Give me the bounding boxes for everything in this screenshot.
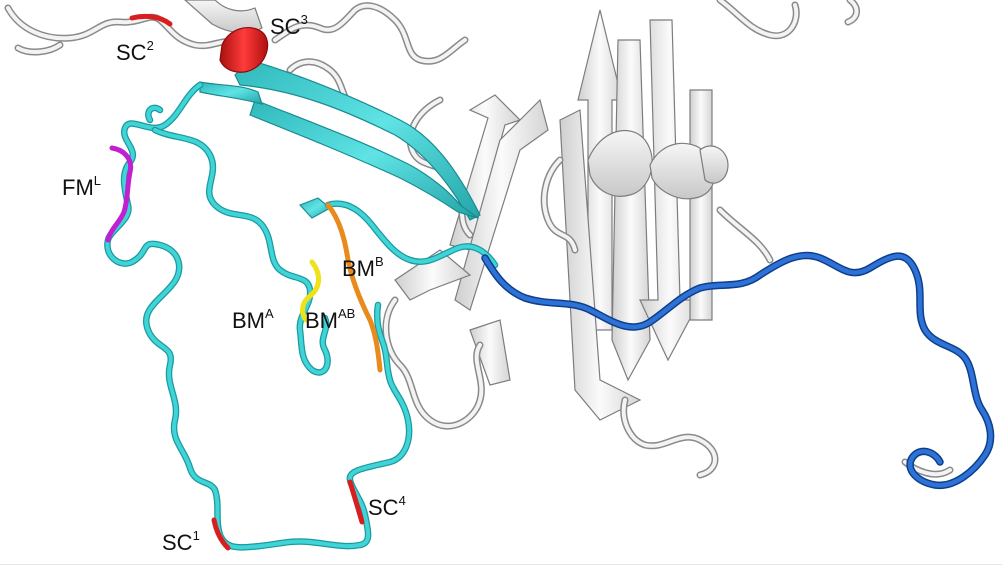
cyan-link-fill — [326, 201, 497, 267]
label-fml: FML — [62, 173, 101, 200]
residue-labels: SC2 SC3 FML BMB BMA BMAB SC4 SC1 — [62, 12, 406, 555]
grey-coil-right-lower-inner — [621, 398, 717, 477]
grey-helix-top — [184, 0, 263, 34]
cyan-inner-loop-fill — [153, 128, 330, 375]
bma-yellow-segment — [300, 259, 321, 323]
grey-coil-left-mid-inner — [542, 158, 577, 252]
grey-helix-right-3 — [699, 145, 729, 184]
bmb-orange-segment — [325, 202, 383, 373]
blue-tail-chain — [481, 251, 995, 490]
grey-coil-right-lower — [620, 396, 719, 479]
grey-coil-top-left-2-inner — [16, 43, 62, 54]
grey-coil-top-right-inner — [718, 0, 799, 38]
cyan-strand-2 — [249, 99, 479, 219]
bottom-divider — [0, 564, 1002, 565]
grey-coil-lower-mid-inner — [383, 298, 484, 428]
highlighted-segments — [105, 13, 383, 551]
label-sc1: SC1 — [162, 528, 200, 555]
blue-tail-outline — [481, 251, 995, 490]
grey-strand-5 — [559, 109, 642, 421]
sc3-red-helix — [219, 27, 269, 73]
label-bmb: BMB — [342, 254, 384, 281]
grey-strand-mid-2 — [454, 98, 549, 311]
grey-scaffold-structure — [4, 0, 954, 479]
label-sc4: SC4 — [368, 493, 406, 520]
fml-magenta-segment — [105, 145, 134, 243]
cyan-strand-3 — [199, 81, 263, 105]
label-bmab: BMAB — [305, 306, 355, 333]
grey-strand-mid-4 — [469, 319, 511, 386]
cyan-strand-1 — [234, 59, 481, 221]
sc1-red-segment — [211, 517, 231, 551]
grey-strand-mid-3 — [394, 249, 472, 301]
grey-coil-top-mid-inner — [273, 3, 467, 64]
label-sc2: SC2 — [116, 38, 154, 65]
grey-strand-2 — [611, 39, 651, 382]
label-bma: BMA — [232, 306, 274, 333]
grey-coil-top-far-right-inner — [846, 0, 859, 24]
label-sc3: SC3 — [270, 12, 308, 39]
sc2-red-segment — [129, 13, 173, 27]
cyan-top-connector-fill — [146, 105, 162, 122]
blue-tail-fill — [482, 253, 993, 488]
grey-coil-right-mid-inner — [718, 208, 772, 262]
cyan-beta-sheet — [199, 59, 481, 221]
cyan-arrowhead-small — [298, 197, 332, 219]
grey-coil-top-left-inner — [6, 6, 232, 48]
sc4-red-segment — [347, 479, 365, 525]
